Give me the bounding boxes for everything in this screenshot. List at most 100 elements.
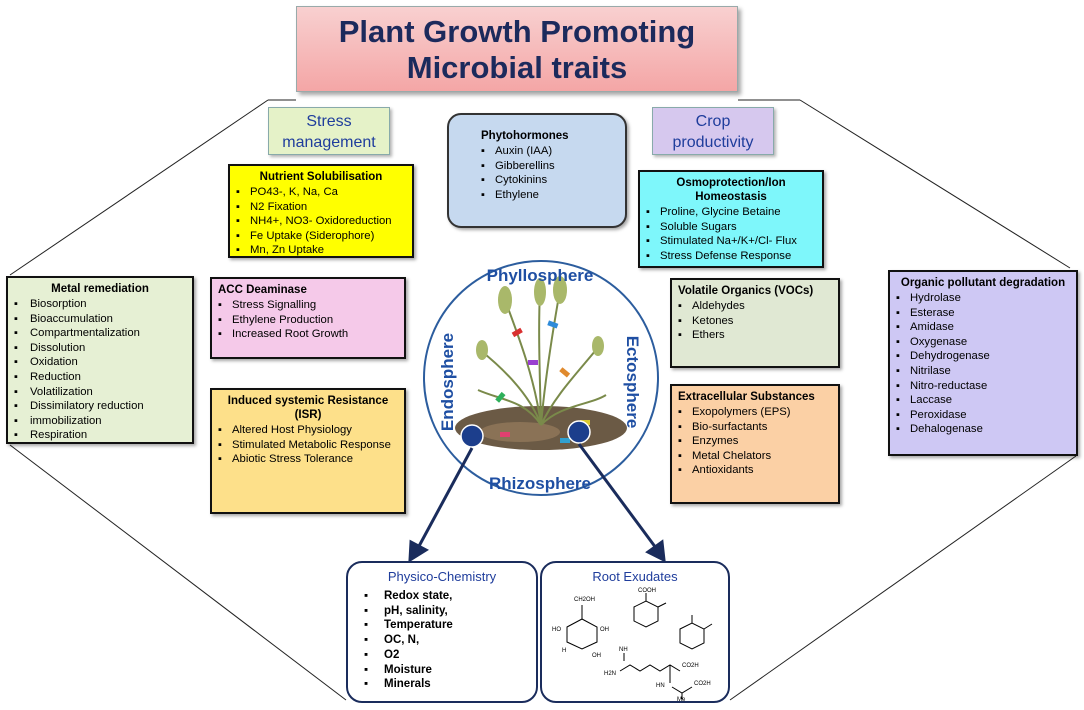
list-item: Stress Signalling bbox=[218, 298, 398, 313]
arginine-chain bbox=[619, 664, 681, 672]
list-item: Temperature bbox=[364, 618, 526, 633]
list-item: Mn, Zn Uptake bbox=[236, 243, 406, 258]
endosphere-label: Endosphere bbox=[438, 332, 457, 432]
list-item: NH4+, NO3- Oxidoreduction bbox=[236, 214, 406, 229]
list-item: Biosorption bbox=[14, 297, 186, 312]
list-item: Dehalogenase bbox=[896, 422, 1070, 437]
list-item: Redox state, bbox=[364, 589, 526, 604]
label-nh: NH bbox=[619, 647, 628, 653]
list-item: pH, salinity, bbox=[364, 604, 526, 619]
list-item: OC, N, bbox=[364, 633, 526, 648]
phytohormones-box: Phytohormones Auxin (IAA) Gibberellins C… bbox=[447, 113, 627, 228]
label-h2n: H2N bbox=[604, 671, 616, 677]
benzene-ring-1 bbox=[633, 600, 659, 628]
arrow-head-right bbox=[645, 539, 666, 563]
list-item: Proline, Glycine Betaine bbox=[646, 205, 816, 220]
list-item: Oxidation bbox=[14, 355, 186, 370]
list-item: Exopolymers (EPS) bbox=[678, 405, 832, 420]
arrows bbox=[408, 443, 666, 563]
list-item: Respiration bbox=[14, 428, 186, 443]
title-line-1: Plant Growth Promoting bbox=[338, 14, 696, 49]
list-item: Dissolution bbox=[14, 341, 186, 356]
list-item: Minerals bbox=[364, 677, 526, 692]
label-oh: OH bbox=[592, 653, 601, 659]
list-item: Gibberellins bbox=[481, 159, 615, 174]
list-item: Reduction bbox=[14, 370, 186, 385]
label-co2h: CO2H bbox=[694, 681, 711, 687]
chemical-structures: CH2OH HO OH H OH COOH NH H2N CO2H HN CO2… bbox=[552, 588, 713, 702]
list-item: Stimulated Metabolic Response bbox=[218, 438, 398, 453]
label-me: Me bbox=[677, 697, 686, 702]
hexagon-edge-bottom-left bbox=[9, 444, 347, 701]
list-item: immobilization bbox=[14, 414, 186, 429]
nutrient-solubilisation-box: Nutrient Solubilisation PO43-, K, Na, Ca… bbox=[228, 164, 414, 258]
crop-productivity-tag: Crop productivity bbox=[652, 107, 774, 155]
list-item: Ethylene bbox=[481, 188, 615, 203]
list-item: Metal Chelators bbox=[678, 449, 832, 464]
ectosphere-label: Ectosphere bbox=[623, 335, 642, 429]
list-item: Aldehydes bbox=[678, 299, 832, 314]
stress-management-tag: Stress management bbox=[268, 107, 390, 155]
label-ch2oh: CH2OH bbox=[574, 597, 595, 603]
list-item: Compartmentalization bbox=[14, 326, 186, 341]
sugar-ring bbox=[566, 618, 598, 650]
list-item: Auxin (IAA) bbox=[481, 144, 615, 159]
label-oh: OH bbox=[600, 627, 609, 633]
phytohormones-title: Phytohormones bbox=[481, 130, 569, 142]
list-item: Stress Defense Response bbox=[646, 249, 816, 264]
list-item: Bio-surfactants bbox=[678, 420, 832, 435]
root-title: Root Exudates bbox=[592, 569, 678, 584]
acc-title: ACC Deaminase bbox=[218, 284, 307, 296]
list-item: Dissimilatory reduction bbox=[14, 399, 186, 414]
nutrient-title: Nutrient Solubilisation bbox=[259, 171, 383, 183]
list-item: Peroxidase bbox=[896, 408, 1070, 423]
list-item: Altered Host Physiology bbox=[218, 423, 398, 438]
list-item: Enzymes bbox=[678, 434, 832, 449]
list-item: Esterase bbox=[896, 306, 1070, 321]
list-item: Nitro-reductase bbox=[896, 379, 1070, 394]
list-item: Increased Root Growth bbox=[218, 327, 398, 342]
isr-box: Induced systemic Resistance (ISR) Altere… bbox=[210, 388, 406, 514]
metal-title: Metal remediation bbox=[51, 283, 149, 295]
organic-title: Organic pollutant degradation bbox=[900, 277, 1066, 289]
organic-pollutant-box: Organic pollutant degradation Hydrolase … bbox=[888, 270, 1078, 456]
voc-title: Volatile Organics (VOCs) bbox=[678, 285, 814, 297]
list-item: Oxygenase bbox=[896, 335, 1070, 350]
acc-deaminase-box: ACC Deaminase Stress Signalling Ethylene… bbox=[210, 277, 406, 359]
list-item: PO43-, K, Na, Ca bbox=[236, 185, 406, 200]
list-item: Ethylene Production bbox=[218, 313, 398, 328]
voc-box: Volatile Organics (VOCs) Aldehydes Keton… bbox=[670, 278, 840, 368]
list-item: Antioxidants bbox=[678, 463, 832, 478]
rhizosphere-label: Rhizosphere bbox=[488, 474, 592, 493]
main-title: Plant Growth Promoting Microbial traits bbox=[296, 6, 738, 92]
benzene-ring-2 bbox=[679, 622, 705, 650]
extra-title: Extracellular Substances bbox=[678, 391, 815, 403]
physico-title: Physico-Chemistry bbox=[387, 569, 497, 584]
list-item: Moisture bbox=[364, 663, 526, 678]
osmoprotection-box: Osmoprotection/Ion Homeostasis Proline, … bbox=[638, 170, 824, 268]
phyllosphere-label: Phyllosphere bbox=[486, 266, 594, 285]
list-item: Hydrolase bbox=[896, 291, 1070, 306]
list-item: Laccase bbox=[896, 393, 1070, 408]
list-item: Nitrilase bbox=[896, 364, 1070, 379]
list-item: Dehydrogenase bbox=[896, 349, 1070, 364]
list-item: N2 Fixation bbox=[236, 200, 406, 215]
root-exudates-box: Root Exudates CH2OH HO OH H OH COOH NH H… bbox=[540, 561, 730, 703]
extracellular-box: Extracellular Substances Exopolymers (EP… bbox=[670, 384, 840, 504]
title-line-2: Microbial traits bbox=[406, 50, 628, 85]
label-h: H bbox=[562, 648, 566, 654]
label-co2h: CO2H bbox=[682, 663, 699, 669]
list-item: Ethers bbox=[678, 328, 832, 343]
arrow-head-left bbox=[408, 539, 429, 563]
isr-title: Induced systemic Resistance (ISR) bbox=[227, 395, 389, 421]
list-item: Fe Uptake (Siderophore) bbox=[236, 229, 406, 244]
list-item: Volatilization bbox=[14, 385, 186, 400]
list-item: Bioaccumulation bbox=[14, 312, 186, 327]
hexagon-edge-top-left bbox=[9, 99, 269, 276]
list-item: Cytokinins bbox=[481, 173, 615, 188]
plant-illustration bbox=[455, 276, 627, 450]
osmo-title: Osmoprotection/Ion Homeostasis bbox=[676, 177, 786, 203]
list-item: Abiotic Stress Tolerance bbox=[218, 452, 398, 467]
hexagon-edge-top-right bbox=[799, 99, 1071, 269]
